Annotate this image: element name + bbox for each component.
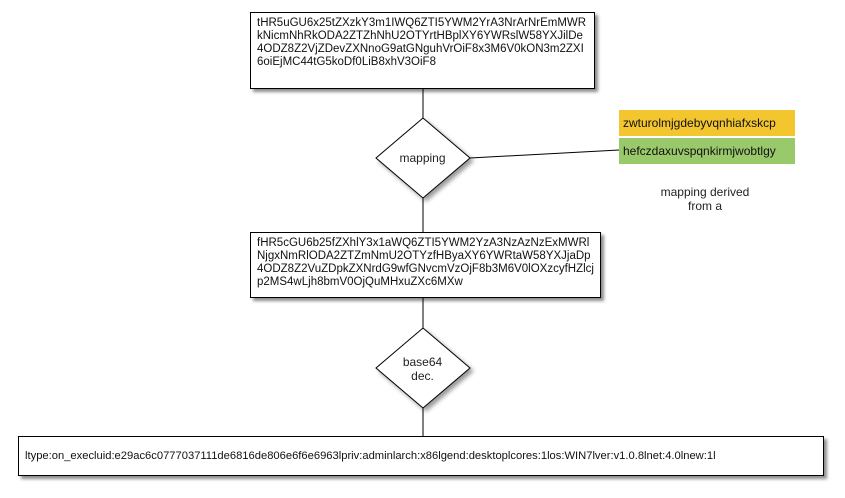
mapping-key-target: hefczdaxuvspqnkirmjwobtlgy xyxy=(619,138,795,164)
base64-label-line2: dec. xyxy=(411,369,434,383)
mapping-note-line1: mapping derived xyxy=(660,185,750,199)
mapping-label: mapping xyxy=(399,151,446,165)
mapped-output-text: fHR5cGU6b25fZXhlY3x1aWQ6ZTI5YWM2YzA3NzAz… xyxy=(257,237,594,288)
connector-mapping-to-keys xyxy=(469,149,620,159)
mapping-note-line2: from a xyxy=(687,199,722,213)
mapping-key-source: zwturolmjgdebyvqnhiafxskcp xyxy=(619,110,795,136)
base64-label-line1: base64 xyxy=(402,355,443,369)
decoded-output-box: ltype:on_execluid:e29ac6c0777037111de681… xyxy=(18,436,824,476)
decoded-output-text: ltype:on_execluid:e29ac6c0777037111de681… xyxy=(25,449,716,462)
encoded-input-text: tHR5uGU6x25tZXzkY3m1IWQ6ZTI5YWM2YrA3NrAr… xyxy=(257,17,587,68)
mapping-diamond xyxy=(375,117,471,199)
mapped-output-box: fHR5cGU6b25fZXhlY3x1aWQ6ZTI5YWM2YzA3NzAz… xyxy=(250,232,601,298)
base64-label: base64 dec. xyxy=(375,355,470,383)
base64-diamond xyxy=(375,327,471,409)
mapping-note: mapping derived from a xyxy=(640,185,770,213)
encoded-input-box: tHR5uGU6x25tZXzkY3m1IWQ6ZTI5YWM2YrA3NrAr… xyxy=(250,12,595,89)
